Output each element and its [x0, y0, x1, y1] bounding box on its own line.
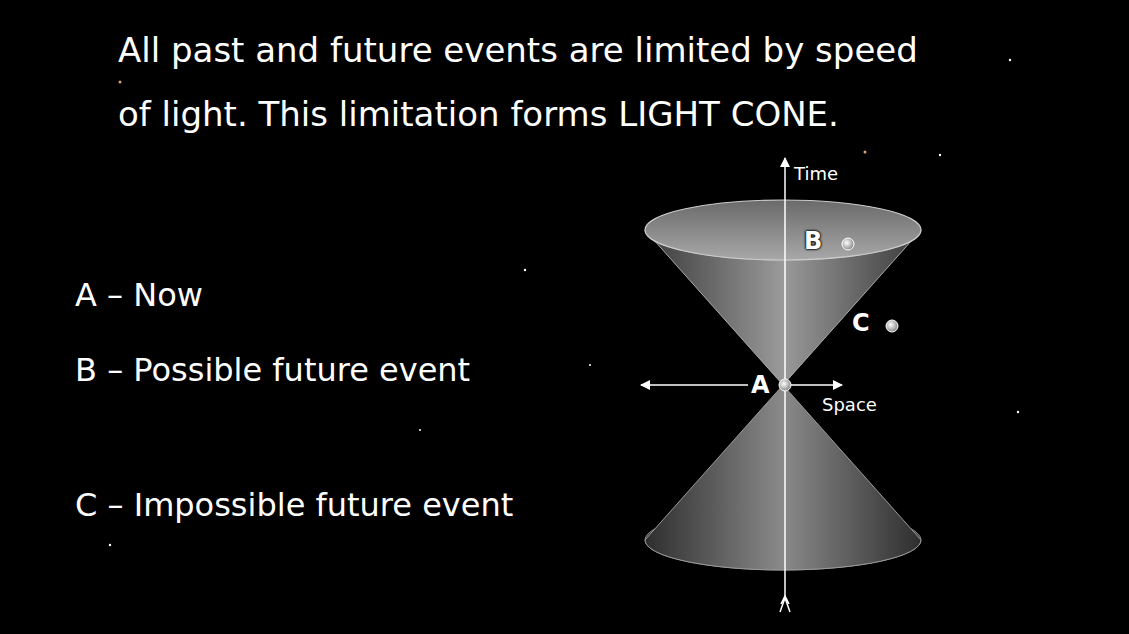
legend-item: A – Now	[75, 265, 515, 325]
event-letter: B	[804, 228, 822, 254]
future-cone-rim	[645, 200, 921, 260]
legend-item: C – Impossible future event	[75, 475, 515, 535]
axis-label: Time	[794, 163, 838, 185]
event-point-b	[842, 238, 854, 250]
axis-label: Space	[822, 394, 877, 416]
past-light-cone	[645, 385, 921, 570]
time-axis-tail	[780, 596, 790, 612]
heading-text: All past and future events are limited b…	[118, 18, 948, 146]
event-point-c	[886, 320, 898, 332]
event-point-a	[779, 379, 791, 391]
space-axis-right	[790, 384, 842, 386]
event-letter: A	[751, 372, 770, 398]
space-axis-left	[641, 384, 748, 386]
event-letter: C	[852, 310, 870, 336]
legend-item: B – Possible future event	[75, 340, 515, 400]
